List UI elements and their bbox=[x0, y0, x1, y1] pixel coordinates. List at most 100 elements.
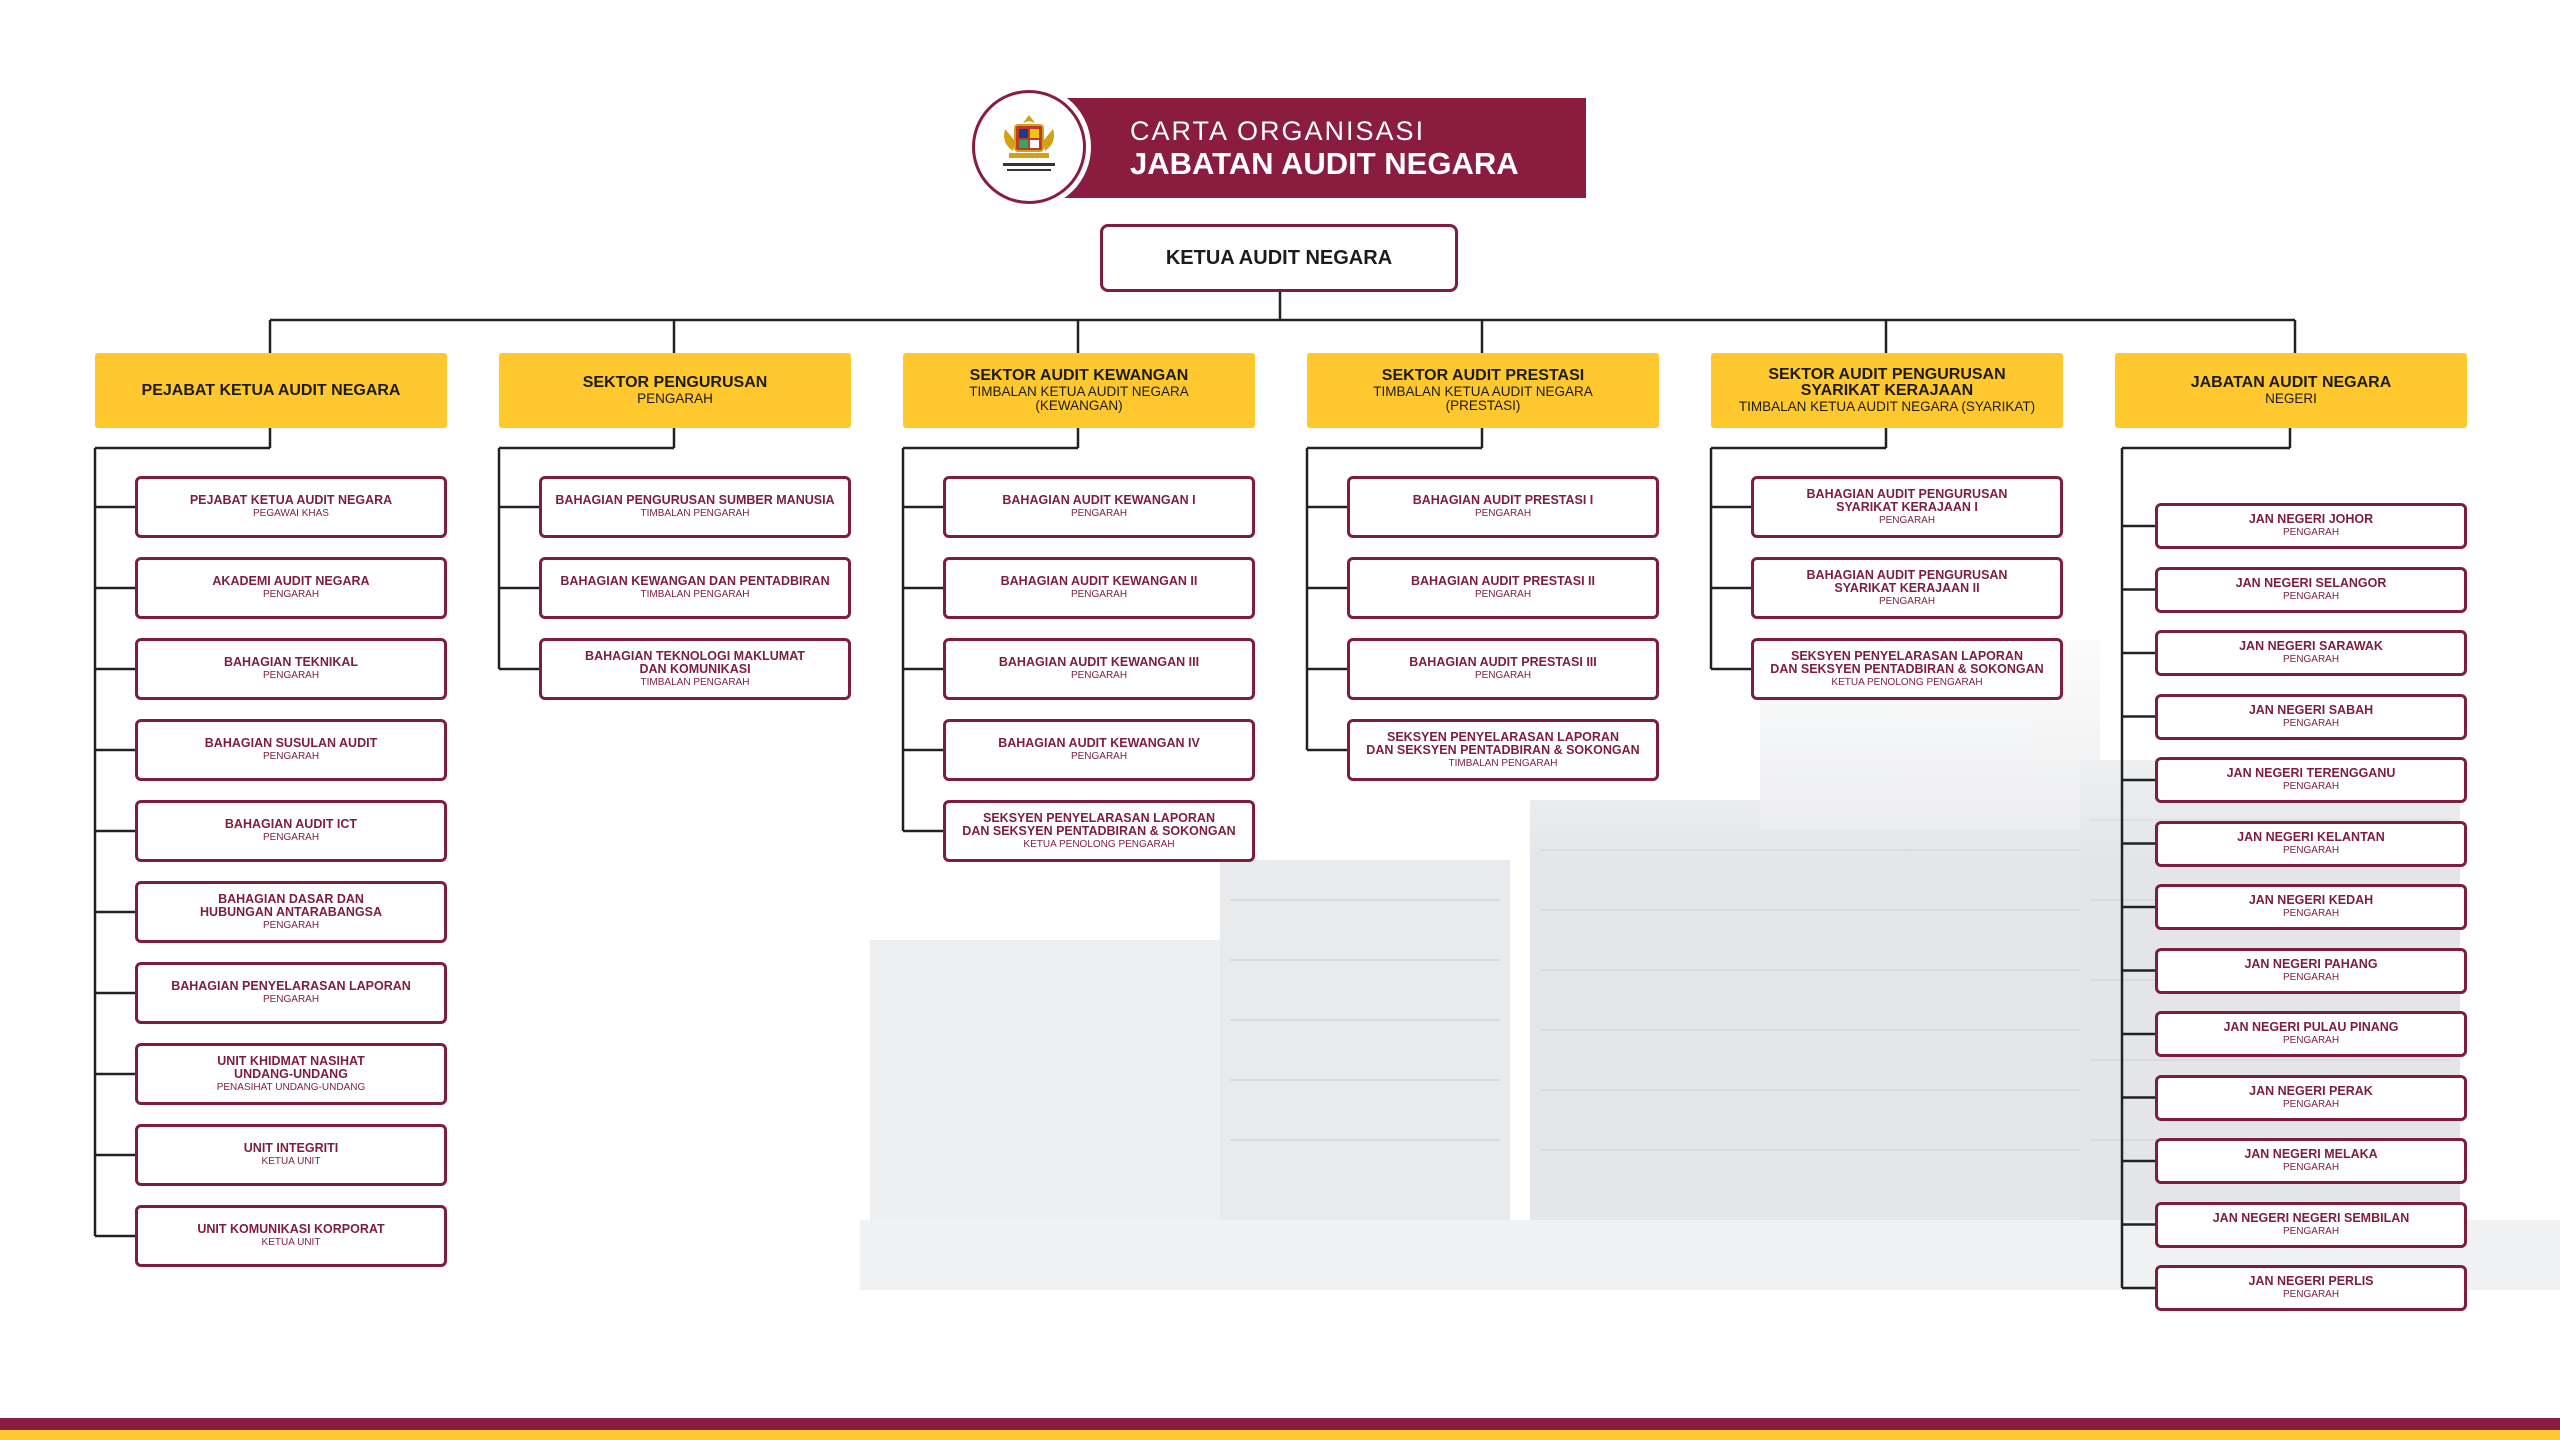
section-title: PEJABAT KETUA AUDIT NEGARA bbox=[141, 381, 401, 399]
section-subtitle: TIMBALAN KETUA AUDIT NEGARA (KEWANGAN) bbox=[969, 384, 1189, 413]
org-unit-box: BAHAGIAN TEKNOLOGI MAKLUMAT DAN KOMUNIKA… bbox=[539, 638, 851, 700]
org-unit-title: UNIT KHIDMAT NASIHAT UNDANG-UNDANG bbox=[217, 1053, 365, 1081]
org-unit-role: TIMBALAN PENGARAH bbox=[640, 589, 750, 600]
section-title: SEKTOR AUDIT KEWANGAN bbox=[969, 367, 1189, 384]
jata-negara-crest-icon bbox=[1003, 115, 1055, 171]
org-unit-role: PENGARAH bbox=[2282, 717, 2340, 729]
title-line-1: CARTA ORGANISASI bbox=[1130, 116, 1426, 146]
org-unit-role: PENGARAH bbox=[2282, 781, 2340, 792]
org-unit-title: BAHAGIAN AUDIT ICT bbox=[224, 817, 358, 831]
org-unit-role: PENGARAH bbox=[2282, 590, 2340, 602]
org-unit-box: SEKSYEN PENYELARASAN LAPORAN DAN SEKSYEN… bbox=[1347, 719, 1659, 781]
org-unit-title: BAHAGIAN PENYELARASAN LAPORAN bbox=[171, 979, 411, 993]
org-unit-role: PENGARAH bbox=[1070, 508, 1128, 519]
org-unit-role: PENASIHAT UNDANG-UNDANG bbox=[216, 1081, 366, 1093]
logo bbox=[972, 90, 1086, 204]
org-unit-title: JAN NEGERI MELAKA bbox=[2244, 1147, 2378, 1161]
org-unit-role: TIMBALAN PENGARAH bbox=[640, 508, 750, 519]
section-subtitle: TIMBALAN KETUA AUDIT NEGARA (PRESTASI) bbox=[1373, 384, 1593, 413]
org-unit-role: PENGARAH bbox=[1878, 514, 1936, 526]
footer-band-maroon bbox=[0, 1418, 2560, 1430]
org-unit-role: PENGARAH bbox=[2282, 1162, 2340, 1173]
org-unit-title: SEKSYEN PENYELARASAN LAPORAN DAN SEKSYEN… bbox=[1366, 729, 1640, 757]
org-unit-title: BAHAGIAN PENGURUSAN SUMBER MANUSIA bbox=[555, 493, 835, 507]
org-unit-title: UNIT INTEGRITI bbox=[243, 1141, 339, 1155]
section-subtitle: TIMBALAN KETUA AUDIT NEGARA (SYARIKAT) bbox=[1738, 399, 2036, 414]
org-unit-role: PENGARAH bbox=[1474, 589, 1532, 600]
org-unit-role: KETUA UNIT bbox=[261, 1156, 321, 1167]
org-unit-role: PENGARAH bbox=[1070, 670, 1128, 681]
org-unit-title: JAN NEGERI PAHANG bbox=[2244, 956, 2378, 971]
org-unit-role: KETUA PENOLONG PENGARAH bbox=[1023, 838, 1175, 850]
org-unit-role: PENGARAH bbox=[2282, 1098, 2340, 1110]
org-unit-title: BAHAGIAN TEKNIKAL bbox=[223, 655, 359, 669]
org-unit-role: PENGARAH bbox=[2282, 908, 2340, 919]
org-unit-title: JAN NEGERI KELANTAN bbox=[2237, 829, 2385, 844]
org-unit-title: AKADEMI AUDIT NEGARA bbox=[212, 574, 370, 588]
org-unit-title: PEJABAT KETUA AUDIT NEGARA bbox=[189, 493, 393, 507]
title-line-2: JABATAN AUDIT NEGARA bbox=[1130, 146, 1519, 181]
section-header: PEJABAT KETUA AUDIT NEGARA bbox=[95, 353, 447, 428]
org-unit-title: BAHAGIAN KEWANGAN DAN PENTADBIRAN bbox=[560, 574, 830, 588]
org-unit-title: BAHAGIAN AUDIT KEWANGAN IV bbox=[998, 736, 1200, 750]
org-unit-role: KETUA UNIT bbox=[261, 1237, 321, 1248]
org-unit-title: BAHAGIAN SUSULAN AUDIT bbox=[204, 736, 378, 750]
org-unit-role: PENGARAH bbox=[2282, 844, 2340, 856]
title-banner: CARTA ORGANISASI JABATAN AUDIT NEGARA bbox=[1034, 98, 1586, 198]
org-unit-box: BAHAGIAN AUDIT PENGURUSAN SYARIKAT KERAJ… bbox=[1751, 476, 2063, 538]
section-title: JABATAN AUDIT NEGARA bbox=[2190, 374, 2392, 391]
org-unit-title: BAHAGIAN AUDIT PRESTASI II bbox=[1410, 574, 1596, 588]
org-unit-role: PENGARAH bbox=[1070, 589, 1128, 600]
org-unit-role: PENGARAH bbox=[2282, 1289, 2340, 1300]
org-unit-role: PENGARAH bbox=[2282, 1225, 2340, 1237]
org-unit-role: PENGARAH bbox=[2282, 971, 2340, 983]
org-unit-role: PENGARAH bbox=[2282, 654, 2340, 665]
org-unit-role: PENGARAH bbox=[2282, 1035, 2340, 1046]
org-unit-title: BAHAGIAN AUDIT KEWANGAN III bbox=[998, 655, 1200, 669]
org-unit-role: PEGAWAI KHAS bbox=[253, 508, 329, 519]
org-unit-title: JAN NEGERI PERAK bbox=[2249, 1083, 2373, 1098]
org-unit-title: SEKSYEN PENYELARASAN LAPORAN DAN SEKSYEN… bbox=[962, 810, 1236, 838]
org-unit-role: PENGARAH bbox=[262, 751, 320, 762]
org-unit-title: BAHAGIAN AUDIT KEWANGAN II bbox=[1000, 574, 1198, 588]
org-unit-role: PENGARAH bbox=[2282, 527, 2340, 538]
org-unit-role: PENGARAH bbox=[262, 919, 320, 931]
section-title: SEKTOR PENGURUSAN bbox=[582, 374, 768, 391]
org-unit-title: JAN NEGERI PERLIS bbox=[2248, 1274, 2374, 1288]
org-unit-role: PENGARAH bbox=[262, 670, 320, 681]
org-unit-title: BAHAGIAN AUDIT PRESTASI III bbox=[1409, 655, 1597, 669]
section-title: SEKTOR AUDIT PENGURUSAN SYARIKAT KERAJAA… bbox=[1768, 366, 2006, 399]
org-unit-title: BAHAGIAN AUDIT KEWANGAN I bbox=[1002, 493, 1196, 507]
org-unit-title: BAHAGIAN AUDIT PENGURUSAN SYARIKAT KERAJ… bbox=[1806, 486, 2008, 514]
org-unit-role: PENGARAH bbox=[1474, 508, 1532, 519]
org-unit-role: TIMBALAN PENGARAH bbox=[1448, 757, 1558, 769]
